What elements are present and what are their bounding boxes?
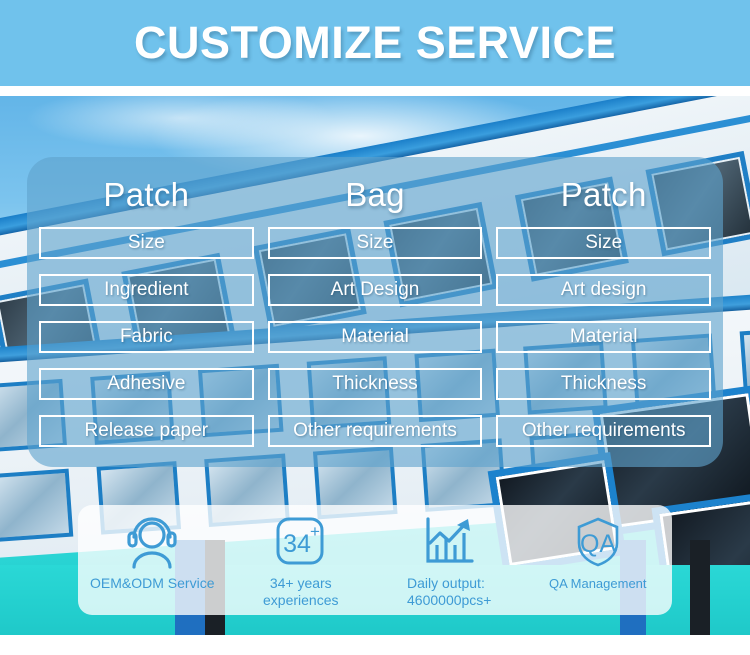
- headset-support-icon: [122, 513, 182, 571]
- option-cell[interactable]: Other requirements: [267, 415, 483, 447]
- window: [0, 468, 73, 543]
- option-cell[interactable]: Size: [267, 227, 483, 259]
- option-cell[interactable]: Adhesive: [39, 368, 254, 400]
- customization-options-panel: Patch Size Ingredient Fabric Adhesive Re…: [27, 157, 723, 467]
- option-cell[interactable]: Art Design: [267, 274, 483, 306]
- years-plus: +: [310, 522, 320, 541]
- feature-label: OEM&ODM Service: [90, 575, 215, 591]
- bar-chart-growth-icon: [420, 513, 478, 571]
- option-cell[interactable]: Release paper: [39, 415, 254, 447]
- feature-oem-odm-service[interactable]: OEM&ODM Service: [78, 513, 227, 615]
- option-cell[interactable]: Other requirements: [496, 415, 712, 447]
- option-cell[interactable]: Material: [267, 321, 483, 353]
- page-title: CUSTOMIZE SERVICE: [134, 17, 616, 68]
- feature-label: QA Management: [548, 576, 647, 591]
- option-column-patch-1: Patch Size Ingredient Fabric Adhesive Re…: [39, 175, 254, 467]
- option-cell[interactable]: Ingredient: [39, 274, 254, 306]
- company-features-bar: OEM&ODM Service 34 + 34+ years experienc…: [78, 505, 672, 615]
- qa-text: QA: [580, 530, 616, 558]
- feature-qa-management[interactable]: QA QA Management: [524, 513, 673, 615]
- qa-shield-icon: QA: [569, 513, 627, 571]
- option-column-patch-2: Patch Size Art design Material Thickness…: [496, 175, 712, 467]
- feature-label: Daily output: 4600000pcs+: [407, 575, 492, 608]
- years-badge-icon: 34 +: [273, 513, 329, 571]
- option-column-bag: Bag Size Art Design Material Thickness O…: [267, 175, 483, 467]
- column-title: Patch: [560, 176, 647, 213]
- pillar-dark: [690, 540, 710, 635]
- feature-daily-output[interactable]: Daily output: 4600000pcs+: [375, 513, 524, 615]
- option-cell[interactable]: Thickness: [267, 368, 483, 400]
- option-cell[interactable]: Thickness: [496, 368, 712, 400]
- feature-label: 34+ years experiences: [263, 575, 339, 608]
- option-cell[interactable]: Fabric: [39, 321, 254, 353]
- options-columns: Patch Size Ingredient Fabric Adhesive Re…: [27, 157, 723, 467]
- option-cell[interactable]: Size: [496, 227, 712, 259]
- column-title: Patch: [103, 176, 190, 213]
- option-cell[interactable]: Material: [496, 321, 712, 353]
- option-cell[interactable]: Art design: [496, 274, 712, 306]
- header-banner: CUSTOMIZE SERVICE: [0, 0, 750, 86]
- feature-years-experience[interactable]: 34 + 34+ years experiences: [227, 513, 376, 615]
- option-cell[interactable]: Size: [39, 227, 254, 259]
- column-title: Bag: [345, 176, 405, 213]
- years-number: 34: [283, 530, 311, 558]
